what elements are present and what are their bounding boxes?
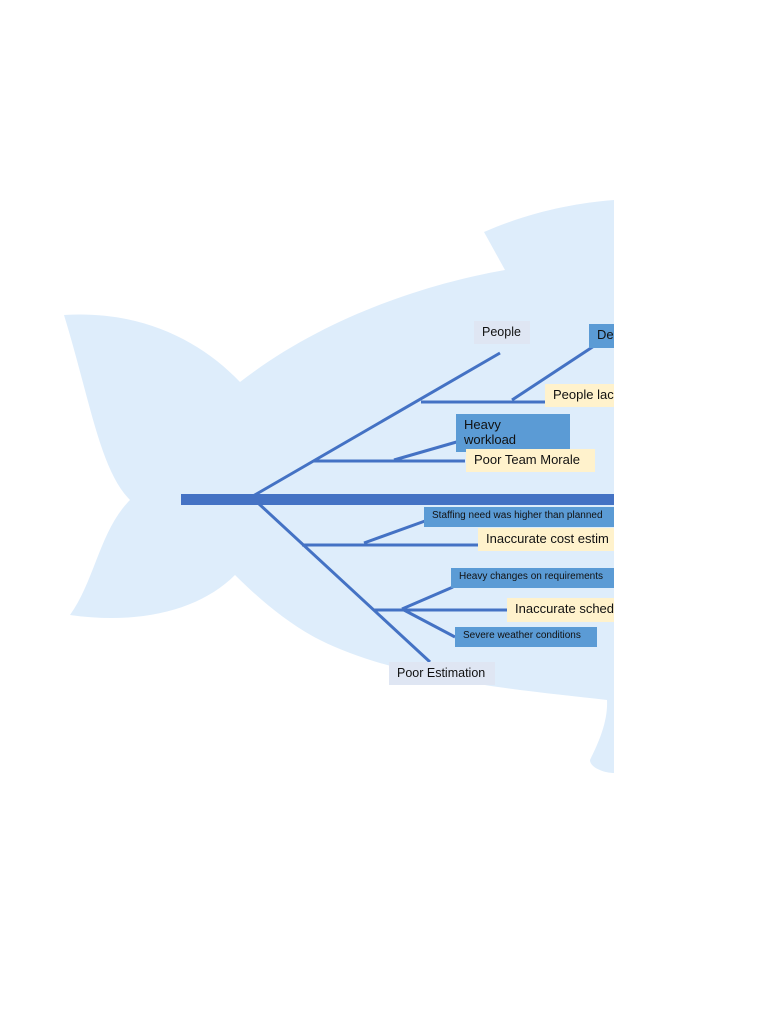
sub-cause-heavy-workload: Heavy workload xyxy=(456,414,570,452)
sub-cause-staffing-need: Staffing need was higher than planned xyxy=(424,507,614,527)
fish-body-shape xyxy=(64,200,614,773)
sub-cause-heavy-changes: Heavy changes on requirements xyxy=(451,568,614,588)
cause-inaccurate-cost-estimate: Inaccurate cost estim xyxy=(478,528,614,551)
branch-severe-weather xyxy=(401,607,456,639)
cause-inaccurate-schedule: Inaccurate sched xyxy=(507,598,614,622)
category-people: People xyxy=(474,321,530,344)
bone-poor-estimation xyxy=(256,501,432,664)
fish-spine xyxy=(181,494,614,505)
sub-cause-de: De xyxy=(589,324,614,348)
branch-heavy-changes xyxy=(401,585,454,611)
bone-people xyxy=(252,351,501,498)
sub-cause-severe-weather: Severe weather conditions xyxy=(455,627,597,647)
branch-staffing-need xyxy=(363,519,426,545)
category-poor-estimation: Poor Estimation xyxy=(389,662,495,685)
diagram-canvas: People De People lack Heavy workload Poo… xyxy=(64,200,614,773)
cause-people-lack: People lack xyxy=(545,384,614,407)
cause-poor-team-morale: Poor Team Morale xyxy=(466,449,595,472)
branch-de xyxy=(511,344,595,402)
branch-heavy-workload xyxy=(393,439,461,462)
